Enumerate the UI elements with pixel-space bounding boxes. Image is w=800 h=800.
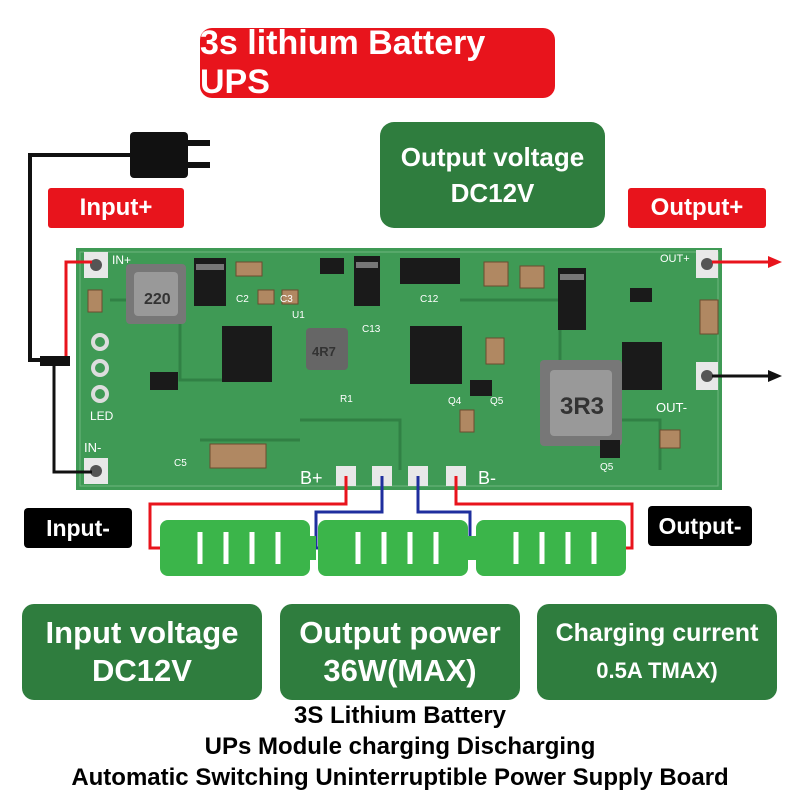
- output-voltage-value: DC12V: [450, 178, 535, 208]
- caption-line: Automatic Switching Uninterruptible Powe…: [71, 764, 729, 791]
- label-c3: C3: [280, 294, 293, 305]
- label-c13: R1: [340, 394, 353, 405]
- output-voltage-label: Output voltage: [400, 142, 585, 172]
- charging-current-box: Charging current 0.5A TMAX): [537, 604, 777, 700]
- inductor-label-3r3: 3R3: [560, 393, 604, 420]
- charging-current-label: Charging current: [555, 619, 759, 647]
- charging-current-value: 0.5A TMAX): [596, 658, 718, 683]
- battery-icon: [318, 520, 474, 576]
- battery-icon: [470, 520, 626, 576]
- label-q4: Q5: [490, 396, 504, 407]
- input-voltage-value: DC12V: [92, 653, 192, 688]
- pin-label-b-plus: B+: [300, 468, 323, 488]
- output-power-label: Output power: [299, 615, 501, 650]
- label-c12: C13: [362, 324, 381, 335]
- pin-label-out-plus: OUT+: [660, 253, 690, 265]
- input-voltage-box: Input voltage DC12V: [22, 604, 262, 700]
- output-voltage-box: Output voltage DC12V: [380, 122, 605, 228]
- label-c5: C5: [174, 458, 187, 469]
- pin-label-b-minus: B-: [478, 468, 496, 488]
- output-power-box: Output power 36W(MAX): [280, 604, 520, 700]
- inductor-label-220: 220: [144, 291, 171, 308]
- caption-line: 3S Lithium Battery: [293, 702, 507, 729]
- label-c2: C2: [236, 294, 249, 305]
- output-minus-label: Output-: [648, 506, 752, 546]
- pin-label-in-minus: IN-: [84, 440, 101, 455]
- input-plus-label: Input+: [48, 188, 184, 228]
- battery-icon: [160, 520, 316, 576]
- input-minus-label: Input-: [24, 508, 132, 548]
- pin-label-in-plus: IN+: [112, 253, 131, 267]
- output-plus-label: Output+: [628, 188, 766, 228]
- input-voltage-label: Input voltage: [45, 615, 239, 650]
- product-caption: 3S Lithium Battery UPs Module charging D…: [0, 700, 800, 793]
- label-c11: C12: [420, 294, 439, 305]
- left-pins: [84, 252, 109, 484]
- label-q3: Q4: [448, 396, 462, 407]
- output-power-value: 36W(MAX): [323, 653, 477, 688]
- pin-label-out-minus: OUT-: [656, 400, 687, 415]
- inductor-label-4r7: 4R7: [312, 344, 336, 359]
- label-q5: Q5: [600, 462, 614, 473]
- pin-label-led: LED: [90, 409, 114, 423]
- page-title: 3s lithium Battery UPS: [200, 24, 555, 101]
- caption-line: UPs Module charging Discharging: [204, 733, 596, 760]
- label-u1: U1: [292, 310, 305, 321]
- inductor-4r7: [306, 328, 348, 370]
